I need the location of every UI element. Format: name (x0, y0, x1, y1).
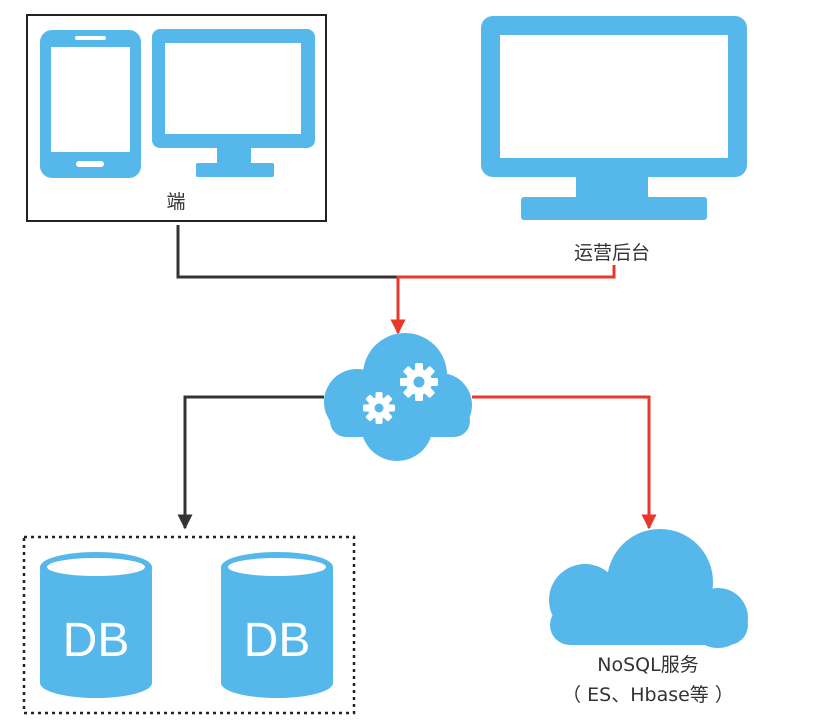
database-icon: DB (221, 552, 333, 698)
database-label: DB (244, 614, 311, 667)
monitor-icon (152, 29, 315, 177)
phone-icon (40, 30, 141, 178)
client-label: 端 (166, 191, 185, 213)
cloud-gears-icon (324, 333, 472, 461)
monitor-icon (481, 16, 747, 220)
databases-node: DB DB (22, 535, 356, 715)
nosql-node: NoSQL服务 （ ES、Hbase等 ） (549, 529, 748, 706)
service-node (324, 333, 472, 461)
cloud-icon (549, 529, 748, 648)
edge-admin-to-service (390, 265, 616, 335)
edge-service-to-nosql (472, 395, 657, 530)
database-label: DB (63, 614, 130, 667)
database-icon: DB (40, 552, 152, 698)
admin-node: 运营后台 (481, 16, 747, 264)
nosql-sublabel: （ ES、Hbase等 ） (562, 684, 734, 706)
gear-icon (363, 392, 395, 424)
client-node: 端 (26, 14, 327, 222)
databases-box (22, 535, 356, 715)
edge-client-to-service (176, 225, 398, 279)
gear-icon (400, 363, 438, 401)
edge-service-to-databases (177, 395, 324, 530)
admin-label: 运营后台 (574, 242, 650, 264)
nosql-label: NoSQL服务 (597, 654, 698, 676)
